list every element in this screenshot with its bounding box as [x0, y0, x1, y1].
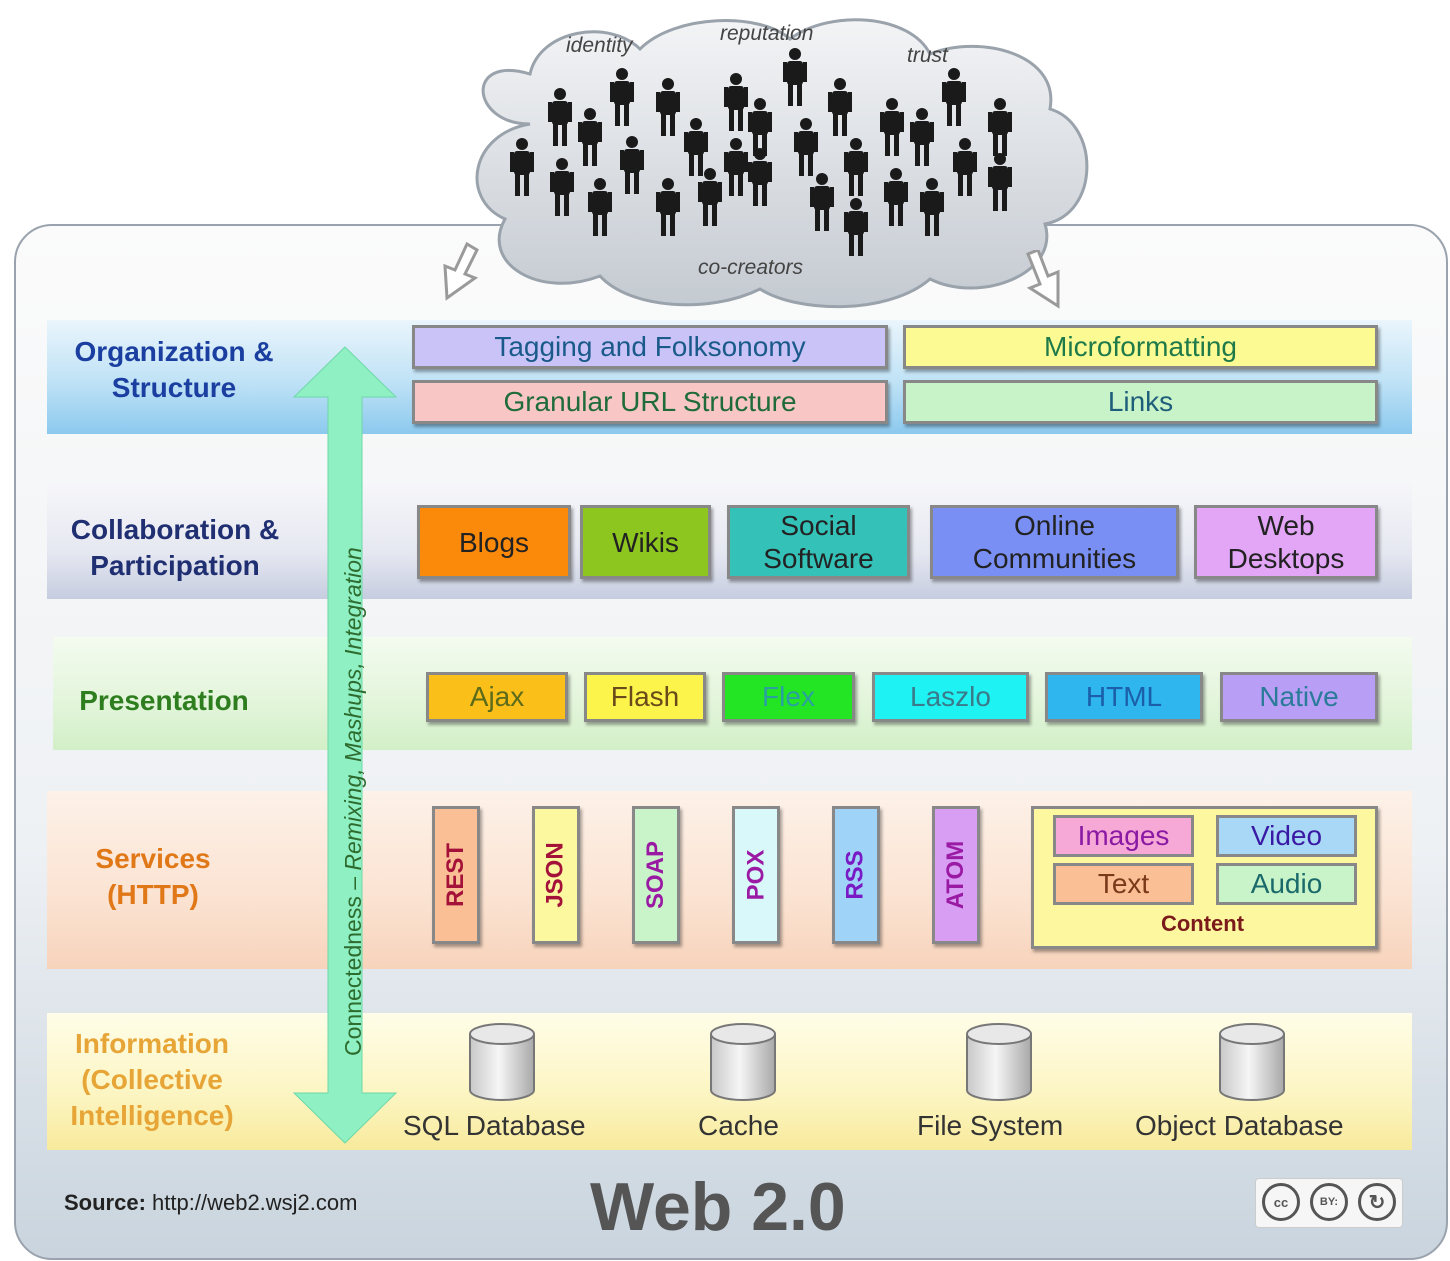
person-icon — [884, 168, 908, 226]
object-database-label: Object Database — [1135, 1110, 1344, 1141]
tagging-folksonomy-box: Tagging and Folksonomy — [412, 325, 888, 369]
rest-box: REST — [432, 806, 480, 944]
person-icon — [684, 118, 708, 176]
connectedness-double-arrow — [292, 346, 398, 1144]
cloud-word-reputation: reputation — [720, 22, 814, 45]
person-icon — [724, 138, 748, 196]
person-icon — [550, 158, 574, 216]
person-icon — [953, 138, 977, 196]
person-icon — [794, 118, 818, 176]
by-icon: BY: — [1310, 1183, 1348, 1221]
person-icon — [910, 108, 934, 166]
file-system-label: File System — [917, 1110, 1064, 1141]
text-box: Text — [1053, 863, 1194, 905]
person-icon — [844, 138, 868, 196]
cloud-word-identity: identity — [566, 34, 633, 57]
database-icon — [710, 1023, 776, 1101]
database-icon — [469, 1023, 535, 1101]
source-credit: Source: http://web2.wsj2.com — [64, 1190, 358, 1215]
images-box: Images — [1053, 815, 1194, 857]
creative-commons-badge: cc BY: ↻ — [1255, 1178, 1403, 1228]
person-icon — [920, 178, 944, 236]
cc-icon: cc — [1262, 1183, 1300, 1221]
person-icon — [588, 178, 612, 236]
html-box: HTML — [1045, 672, 1203, 722]
down-right-arrow-icon — [1026, 250, 1060, 309]
share-alike-icon: ↻ — [1358, 1183, 1396, 1221]
flex-box: Flex — [722, 672, 855, 722]
content-label: Content — [1160, 911, 1245, 936]
person-icon — [828, 78, 852, 136]
atom-box: ATOM — [932, 806, 980, 944]
person-icon — [810, 173, 834, 231]
person-icon — [783, 48, 807, 106]
organization-label: Organization &Structure — [74, 336, 274, 403]
services-label: Services(HTTP) — [95, 843, 211, 910]
native-box: Native — [1220, 672, 1378, 722]
person-icon — [988, 98, 1012, 156]
person-icon — [548, 88, 572, 146]
database-icon — [966, 1023, 1032, 1101]
presentation-label: Presentation — [79, 685, 249, 716]
person-icon — [656, 178, 680, 236]
person-icon — [880, 98, 904, 156]
connectedness-label: Connectedness – Remixing, Mashups, Integ… — [340, 547, 366, 1056]
rss-box: RSS — [832, 806, 880, 944]
person-icon — [748, 148, 772, 206]
person-icon — [656, 78, 680, 136]
sql-database-label: SQL Database — [403, 1110, 586, 1141]
flash-box: Flash — [584, 672, 706, 722]
down-left-arrow-icon — [443, 242, 479, 301]
laszlo-box: Laszlo — [872, 672, 1029, 722]
person-icon — [610, 68, 634, 126]
ajax-box: Ajax — [426, 672, 568, 722]
person-icon — [510, 138, 534, 196]
person-icon — [748, 98, 772, 156]
video-box: Video — [1216, 815, 1357, 857]
person-icon — [578, 108, 602, 166]
blogs-box: Blogs — [417, 505, 571, 579]
person-icon — [698, 168, 722, 226]
collaboration-label: Collaboration &Participation — [70, 514, 280, 581]
cache-label: Cache — [698, 1110, 779, 1141]
links-box: Links — [903, 380, 1378, 424]
granular-url-box: Granular URL Structure — [412, 380, 888, 424]
microformatting-box: Microformatting — [903, 325, 1378, 369]
pox-box: POX — [732, 806, 780, 944]
diagram-title: Web 2.0 — [590, 1169, 846, 1245]
json-box: JSON — [532, 806, 580, 944]
soap-box: SOAP — [632, 806, 680, 944]
cloud-word-co-creators: co-creators — [698, 256, 804, 279]
person-icon — [620, 136, 644, 194]
database-icon — [1219, 1023, 1285, 1101]
person-icon — [844, 198, 868, 256]
wikis-box: Wikis — [580, 505, 711, 579]
person-icon — [988, 153, 1012, 211]
co-creators-cloud — [475, 18, 1089, 309]
person-icon — [942, 68, 966, 126]
cloud-word-trust: trust — [907, 44, 948, 67]
audio-box: Audio — [1216, 863, 1357, 905]
person-icon — [724, 73, 748, 131]
